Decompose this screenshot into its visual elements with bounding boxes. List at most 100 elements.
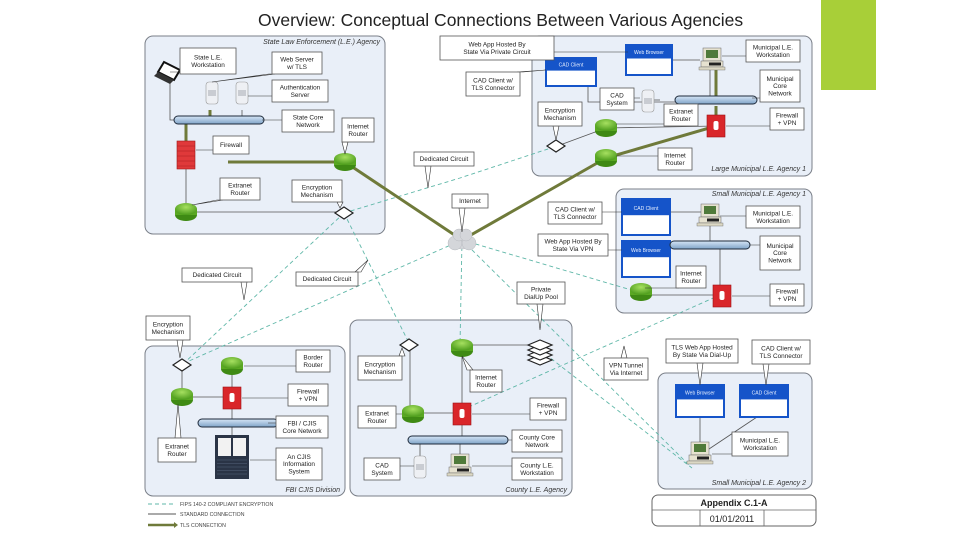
link-enc-state-county [343,212,411,346]
callout-text: Municipal [767,243,794,250]
callout-text: Dedicated Circuit [193,272,242,279]
state-extranet-router-icon [175,203,197,221]
callout-text: CAD [610,93,624,100]
link-tls-large1-router-fw [605,124,717,160]
callout-box [295,349,331,373]
callout-text: Firewall [220,142,242,149]
small2-web-browser-window: Web Browser [675,384,725,418]
internet-cloud-icon [447,228,477,251]
callout-box [675,265,707,289]
callout-text: Border [303,355,323,362]
callout-small1-workstation: Municipal L.E.Workstation [720,205,801,229]
small1-workstation-icon [696,203,724,227]
small2-web-browser-window-title: Web Browser [685,391,715,397]
callout-box [363,457,401,481]
callout-box [537,233,609,257]
callout-box [295,271,359,287]
page-title: Overview: Conceptual Connections Between… [258,10,744,30]
callout-box [769,107,805,131]
callout-text: VPN Tunnel [609,363,643,370]
callout-text: Mechanism [364,369,397,376]
callout-text: Web App Hosted By [468,42,526,49]
callout-text: Workstation [756,52,790,59]
cjis-system-icon [215,435,249,479]
callout-box [179,47,237,75]
callout-text: Core Network [282,428,322,435]
callout-text: Internet [680,271,702,278]
callout-box [439,35,555,61]
callout-state-firewall: Firewall [196,135,250,155]
callout-box [603,357,649,381]
callout-text: Router [476,382,496,389]
county-firewall-icon [452,402,472,426]
large1-firewall-icon [706,114,726,138]
callout-text: Dedicated Circuit [303,276,352,283]
callout-text: Network [768,91,792,98]
callout-text: State Via Private Circuit [463,49,531,56]
county-cad-server-icon [413,455,427,479]
small2-cad-client-window: CAD Client [739,384,789,418]
link-enc-internet-small2 [461,239,691,467]
callout-text: System [288,469,309,476]
callout-text: Extranet [365,411,389,418]
small1-cad-client-window: CAD Client [621,198,671,236]
callout-box [181,267,253,283]
callout-box [511,429,563,453]
callout-pointer [240,281,248,301]
zone-label-fbi: FBI CJIS Division [286,487,341,494]
zone-label-state: State Law Enforcement (L.E.) Agency [263,39,380,46]
fbi-extranet-router-icon [171,388,193,406]
callout-text: Core [773,250,787,257]
callout-text: Via Internet [610,370,643,377]
callout-small1-cadclient: CAD Client w/TLS Connector [547,201,622,225]
callout-text: Network [296,122,320,129]
callout-text: TLS Connector [472,85,516,92]
callout-text: Municipal L.E. [753,211,793,218]
link-enc-internet-county [459,239,463,346]
callout-text: CAD Client w/ [555,207,595,214]
link-enc-internet-fbi [179,239,463,366]
small1-cad-client-window-title: CAD Client [634,206,659,212]
callout-text: Firewall [297,389,319,396]
callout-box [413,151,475,167]
large1-core-network [674,95,758,105]
callout-box [291,179,343,203]
callout-text: + VPN [539,410,558,417]
callout-small1-firewall: Firewall+ VPN [732,283,805,307]
callout-text: Router [671,116,691,123]
zone-label-small2: Small Municipal L.E. Agency 2 [712,480,806,487]
callout-text: An CJIS [287,454,310,461]
callout-text: Firewall [776,289,798,296]
callout-text: Internet [664,153,686,160]
callout-text: Workstation [743,445,777,452]
callout-text: System [606,100,627,107]
callout-box [275,447,323,481]
legend-encryption-label: FIPS 140-2 COMPLIANT ENCRYPTION [180,502,273,508]
callout-box [341,117,375,143]
dialup-pool-icon [526,339,554,366]
callout-text: TLS Connector [760,353,804,360]
legend: FIPS 140-2 COMPLIANT ENCRYPTION STANDARD… [148,502,273,529]
callout-dedicated-1: Dedicated Circuit [413,151,475,189]
large1-web-browser-window-title: Web Browser [634,50,664,56]
callout-text: State L.E. [194,55,222,62]
callout-text: Firewall [776,113,798,120]
callout-text: Extranet [669,109,693,116]
callout-text: Private [531,287,551,294]
link-enc-state-large1 [343,144,561,214]
callout-box [751,339,811,365]
callout-text: CAD [375,463,389,470]
large1-internet-router-icon [595,149,617,167]
callout-large1-workstation: Municipal L.E.Workstation [722,39,801,63]
callout-text: + VPN [778,296,797,303]
callout-fbi-firewall: Firewall+ VPN [242,383,329,407]
state-core-network [173,115,265,125]
callout-text: By State Via Dial-Up [673,352,732,359]
callout-pointer [458,207,466,233]
